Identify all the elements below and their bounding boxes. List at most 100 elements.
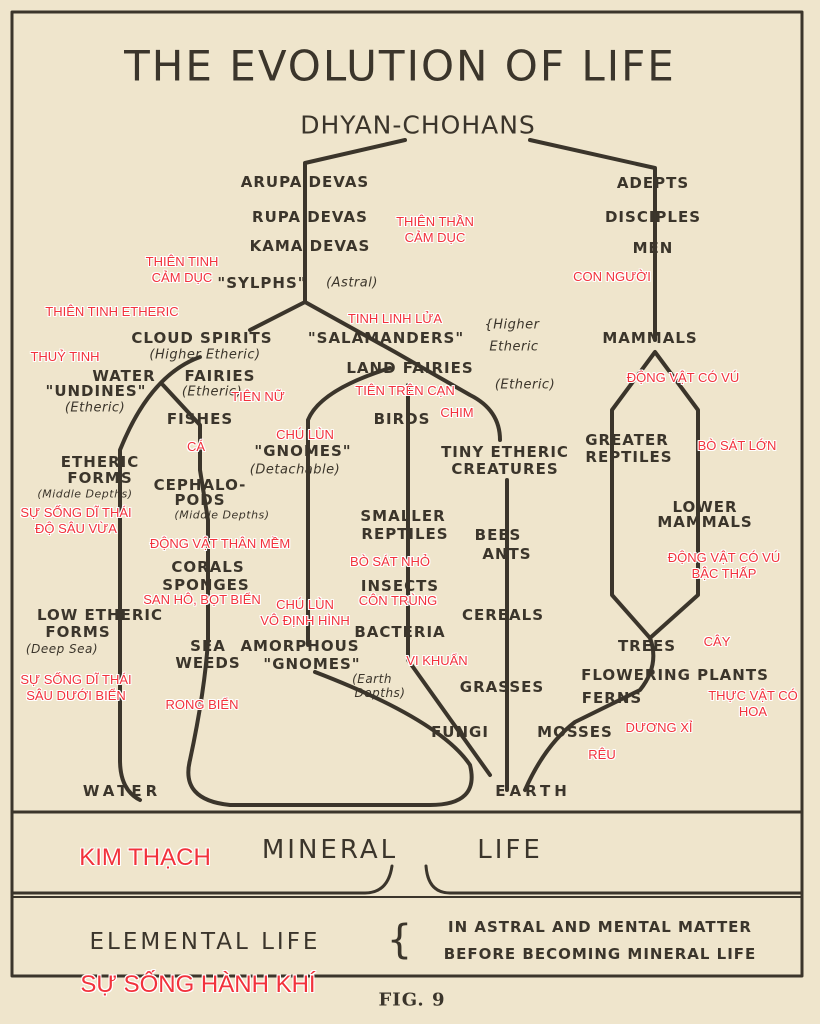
label-cloud-spirits: CLOUD SPIRITS bbox=[131, 329, 273, 347]
annotation-tien-nu: TIÊN NỮ bbox=[231, 389, 285, 404]
label-lower: LOWER bbox=[672, 498, 738, 516]
label-land-fairies: LAND FAIRIES bbox=[346, 359, 474, 377]
label-smaller: SMALLER bbox=[360, 507, 446, 525]
label-detachable: (Detachable) bbox=[249, 462, 341, 478]
label-fishes: FISHES bbox=[166, 410, 234, 428]
label-higher-etheric: (Higher Etheric) bbox=[149, 347, 261, 363]
label-sea: SEA bbox=[190, 637, 226, 655]
label-smaller-reptiles: REPTILES bbox=[361, 525, 449, 543]
annotation-rong-bien: RONG BIỂN bbox=[165, 697, 239, 712]
label-ferns: FERNS bbox=[581, 689, 643, 707]
label-rupa-devas: RUPA DEVAS bbox=[252, 208, 368, 226]
annotation-vi-khuan: VI KHUẨN bbox=[406, 653, 468, 668]
label-low-etheric-forms: FORMS bbox=[45, 623, 111, 641]
annotation-su-song-hanh-khi: SỰ SỐNG HÀNH KHÍ bbox=[80, 971, 316, 998]
label-greater-reptiles: REPTILES bbox=[585, 448, 673, 466]
annotation-cay: CÂY bbox=[703, 634, 731, 649]
mineral-box-left bbox=[10, 864, 394, 895]
label-earth-depths-2: Depths) bbox=[354, 686, 406, 700]
label-amorphous: AMORPHOUS bbox=[240, 637, 360, 655]
annotation-san-ho: SAN HÔ, BỌT BIỂN bbox=[143, 592, 261, 607]
label-pods: PODS bbox=[174, 491, 226, 509]
label-fairies-etheric: (Etheric) bbox=[181, 384, 243, 400]
label-elemental-note-2: BEFORE BECOMING MINERAL LIFE bbox=[443, 945, 757, 963]
label-creatures: CREATURES bbox=[451, 460, 559, 478]
label-amorphous-gnomes: "GNOMES" bbox=[263, 655, 361, 673]
label-mineral: MINERAL bbox=[261, 835, 399, 865]
branch-cloud bbox=[248, 300, 307, 332]
label-earth-depths: (Earth bbox=[352, 672, 392, 686]
mineral-box-right bbox=[424, 864, 804, 895]
branch-devas bbox=[303, 138, 407, 304]
branch-adepts bbox=[528, 138, 657, 342]
annotation-dong-vat-than-mem: ĐỘNG VẬT THÂN MỀM bbox=[149, 536, 291, 551]
label-sponges: SPONGES bbox=[162, 576, 250, 594]
label-weeds: WEEDS bbox=[175, 654, 241, 672]
annotation-tinh-linh-lua: TINH LINH LỬA bbox=[347, 311, 443, 326]
annotation-dong-vat-co-vu: ĐỘNG VẬT CÓ VÚ bbox=[626, 370, 740, 385]
label-higher: {Higher bbox=[484, 317, 540, 333]
branch-water bbox=[118, 355, 202, 802]
label-low-etheric: LOW ETHERIC bbox=[37, 606, 163, 624]
label-astral: (Astral) bbox=[326, 275, 378, 291]
label-elemental-life: ELEMENTAL LIFE bbox=[89, 929, 321, 955]
label-cephalopods-depths: (Middle Depths) bbox=[174, 508, 270, 522]
branch-gnomes bbox=[306, 366, 392, 647]
annotation-con-trung: CÔN TRÙNG bbox=[358, 593, 438, 608]
label-tiny-etheric: TINY ETHERIC bbox=[441, 443, 569, 461]
annotation-ca: CÁ bbox=[186, 439, 206, 454]
label-adepts: ADEPTS bbox=[616, 174, 690, 192]
label-deep-sea: (Deep Sea) bbox=[25, 642, 99, 656]
annotation-chu-lun: CHÚ LÙN bbox=[276, 427, 334, 442]
label-kama-devas: KAMA DEVAS bbox=[249, 237, 371, 255]
label-salamanders: "SALAMANDERS" bbox=[307, 329, 465, 347]
outer-frame bbox=[10, 10, 804, 978]
label-men: MEN bbox=[632, 239, 674, 257]
brace: { bbox=[386, 917, 414, 963]
root-label: DHYAN-CHOHANS bbox=[300, 110, 536, 140]
label-land-fairies-etheric: (Etheric) bbox=[494, 377, 556, 393]
label-water: WATER bbox=[82, 782, 162, 800]
label-grasses: GRASSES bbox=[459, 678, 545, 696]
label-flowering-plants: FLOWERING PLANTS bbox=[581, 666, 769, 684]
label-greater: GREATER bbox=[585, 431, 669, 449]
label-elemental-note-1: IN ASTRAL AND MENTAL MATTER bbox=[448, 918, 752, 936]
label-corals: CORALS bbox=[171, 558, 245, 576]
label-ants: ANTS bbox=[482, 545, 532, 563]
label-disciples: DISCIPLES bbox=[604, 208, 702, 226]
label-bacteria: BACTERIA bbox=[354, 623, 446, 641]
annotation-thuy-tinh: THUỶ TINH bbox=[30, 349, 100, 364]
label-cephalopods: CEPHALO- bbox=[153, 476, 247, 494]
label-sylphs: "SYLPHS" bbox=[217, 274, 307, 292]
label-insects: INSECTS bbox=[360, 577, 440, 595]
annotation-bo-sat-nho: BÒ SÁT NHỎ bbox=[350, 554, 430, 569]
annotation-con-nguoi: CON NGƯỜI bbox=[573, 269, 651, 284]
label-undines-etheric: (Etheric) bbox=[64, 400, 126, 416]
annotation-chim: CHIM bbox=[440, 405, 474, 420]
label-bees: BEES bbox=[474, 526, 522, 544]
branch-mammals bbox=[610, 350, 700, 640]
annotation-thien-tinh-etheric: THIÊN TINH ETHERIC bbox=[45, 304, 179, 319]
label-etheric-forms: ETHERIC bbox=[60, 453, 140, 471]
figure-caption: FIG. 9 bbox=[378, 989, 446, 1011]
branch-salamanders bbox=[303, 300, 502, 442]
annotation-kim-thach: KIM THẠCH bbox=[79, 844, 211, 871]
label-gnomes: "GNOMES" bbox=[254, 442, 352, 460]
label-birds: BIRDS bbox=[373, 410, 431, 428]
label-water-undines: WATER bbox=[92, 367, 156, 385]
annotation-tien-tren-can: TIÊN TRÊN CẠN bbox=[355, 383, 455, 398]
label-cereals: CEREALS bbox=[461, 606, 545, 624]
label-middle-depths: (Middle Depths) bbox=[37, 487, 133, 501]
label-undines: "UNDINES" bbox=[45, 382, 147, 400]
branch-fishes-sea bbox=[161, 383, 474, 807]
label-earth: EARTH bbox=[495, 782, 571, 800]
branch-birds bbox=[406, 383, 492, 777]
annotation-reu: RÊU bbox=[588, 747, 616, 762]
